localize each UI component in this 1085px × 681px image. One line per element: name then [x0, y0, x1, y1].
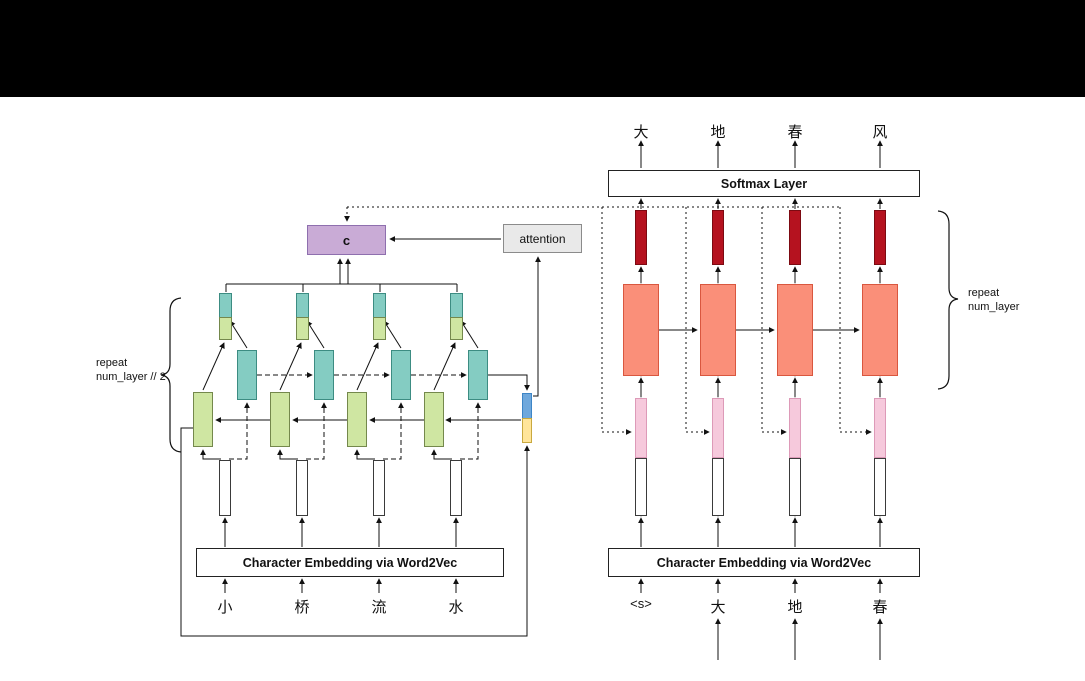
decoder-output-char: 大 [633, 124, 649, 141]
encoder-backward-cell [468, 350, 488, 400]
encoder-backward-cell [314, 350, 334, 400]
decoder-connections [638, 140, 883, 660]
decoder-repeat-brace [937, 210, 959, 390]
braces [160, 210, 959, 453]
encoder-connections [180, 236, 541, 637]
decoder-embedding-box: Character Embedding via Word2Vec [608, 548, 920, 577]
decoder-input-char: 大 [710, 599, 726, 616]
decoder-embedding-label: Character Embedding via Word2Vec [656, 555, 872, 570]
decoder-output-vector [635, 210, 647, 265]
context-vector-label: c [342, 232, 351, 248]
encoder-embedding-bar [450, 460, 462, 516]
decoder-output-vector [712, 210, 724, 265]
encoder-backward-connections [229, 372, 481, 460]
decoder-input-state-bar [874, 398, 886, 458]
encoder-embedding-box: Character Embedding via Word2Vec [196, 548, 504, 577]
softmax-layer-label: Softmax Layer [720, 176, 808, 191]
decoder-column-guides [640, 198, 881, 547]
letterbox-top [0, 0, 1085, 97]
feedback-dotted-wires [344, 206, 872, 435]
encoder-embedding-label: Character Embedding via Word2Vec [242, 555, 458, 570]
encoder-final-state-blue [522, 393, 532, 419]
decoder-embedding-bar [712, 458, 724, 516]
encoder-input-char: 小 [217, 599, 233, 616]
attention-label: attention [519, 231, 566, 246]
context-vector-box: c [307, 225, 386, 255]
decoder-input-state-bar [635, 398, 647, 458]
decoder-embedding-bar [874, 458, 886, 516]
decoder-input-state-bar [712, 398, 724, 458]
encoder-forward-cell [424, 392, 444, 447]
encoder-embedding-bar [219, 460, 231, 516]
encoder-final-state-yellow [522, 418, 532, 443]
decoder-output-vector [789, 210, 801, 265]
encoder-repeat-line1: repeat [96, 357, 128, 369]
encoder-hidden-state-forward [373, 317, 386, 340]
encoder-hidden-state-backward [219, 293, 232, 318]
encoder-hidden-state-forward [219, 317, 232, 340]
encoder-input-char: 水 [448, 599, 464, 616]
decoder-repeat-line1: repeat [968, 287, 1000, 299]
encoder-backward-cell [237, 350, 257, 400]
encoder-hidden-state-backward [373, 293, 386, 318]
encoder-input-char: 流 [371, 599, 387, 616]
encoder-backward-cell [391, 350, 411, 400]
decoder-input-token: <s> [630, 596, 652, 611]
encoder-forward-cell [270, 392, 290, 447]
decoder-lstm-block [777, 284, 813, 376]
encoder-embedding-bar [373, 460, 385, 516]
softmax-layer-box: Softmax Layer [608, 170, 920, 197]
decoder-input-char: 春 [872, 599, 888, 616]
decoder-output-char: 风 [872, 124, 888, 141]
encoder-hidden-state-forward [450, 317, 463, 340]
encoder-forward-cell [193, 392, 213, 447]
decoder-lstm-block [623, 284, 659, 376]
encoder-repeat-line2: num_layer // 2 [96, 371, 166, 383]
decoder-output-vector [874, 210, 886, 265]
encoder-repeat-brace [160, 297, 182, 453]
encoder-hidden-state-forward [296, 317, 309, 340]
encoder-embedding-bar [296, 460, 308, 516]
decoder-embedding-bar [635, 458, 647, 516]
attention-box: attention [503, 224, 582, 253]
encoder-hidden-state-backward [450, 293, 463, 318]
encoder-forward-cell [347, 392, 367, 447]
decoder-embedding-bar [789, 458, 801, 516]
decoder-lstm-block [862, 284, 898, 376]
decoder-repeat-line2: num_layer [968, 301, 1020, 313]
decoder-input-state-bar [789, 398, 801, 458]
decoder-input-char: 地 [787, 599, 803, 616]
decoder-output-char: 地 [710, 124, 726, 141]
encoder-hidden-state-backward [296, 293, 309, 318]
decoder-lstm-block [700, 284, 736, 376]
decoder-output-char: 春 [787, 124, 803, 141]
encoder-input-char: 桥 [294, 599, 310, 616]
decoder-repeat-annotation: repeat num_layer [968, 286, 1058, 314]
encoder-repeat-annotation: repeat num_layer // 2 [96, 356, 176, 384]
